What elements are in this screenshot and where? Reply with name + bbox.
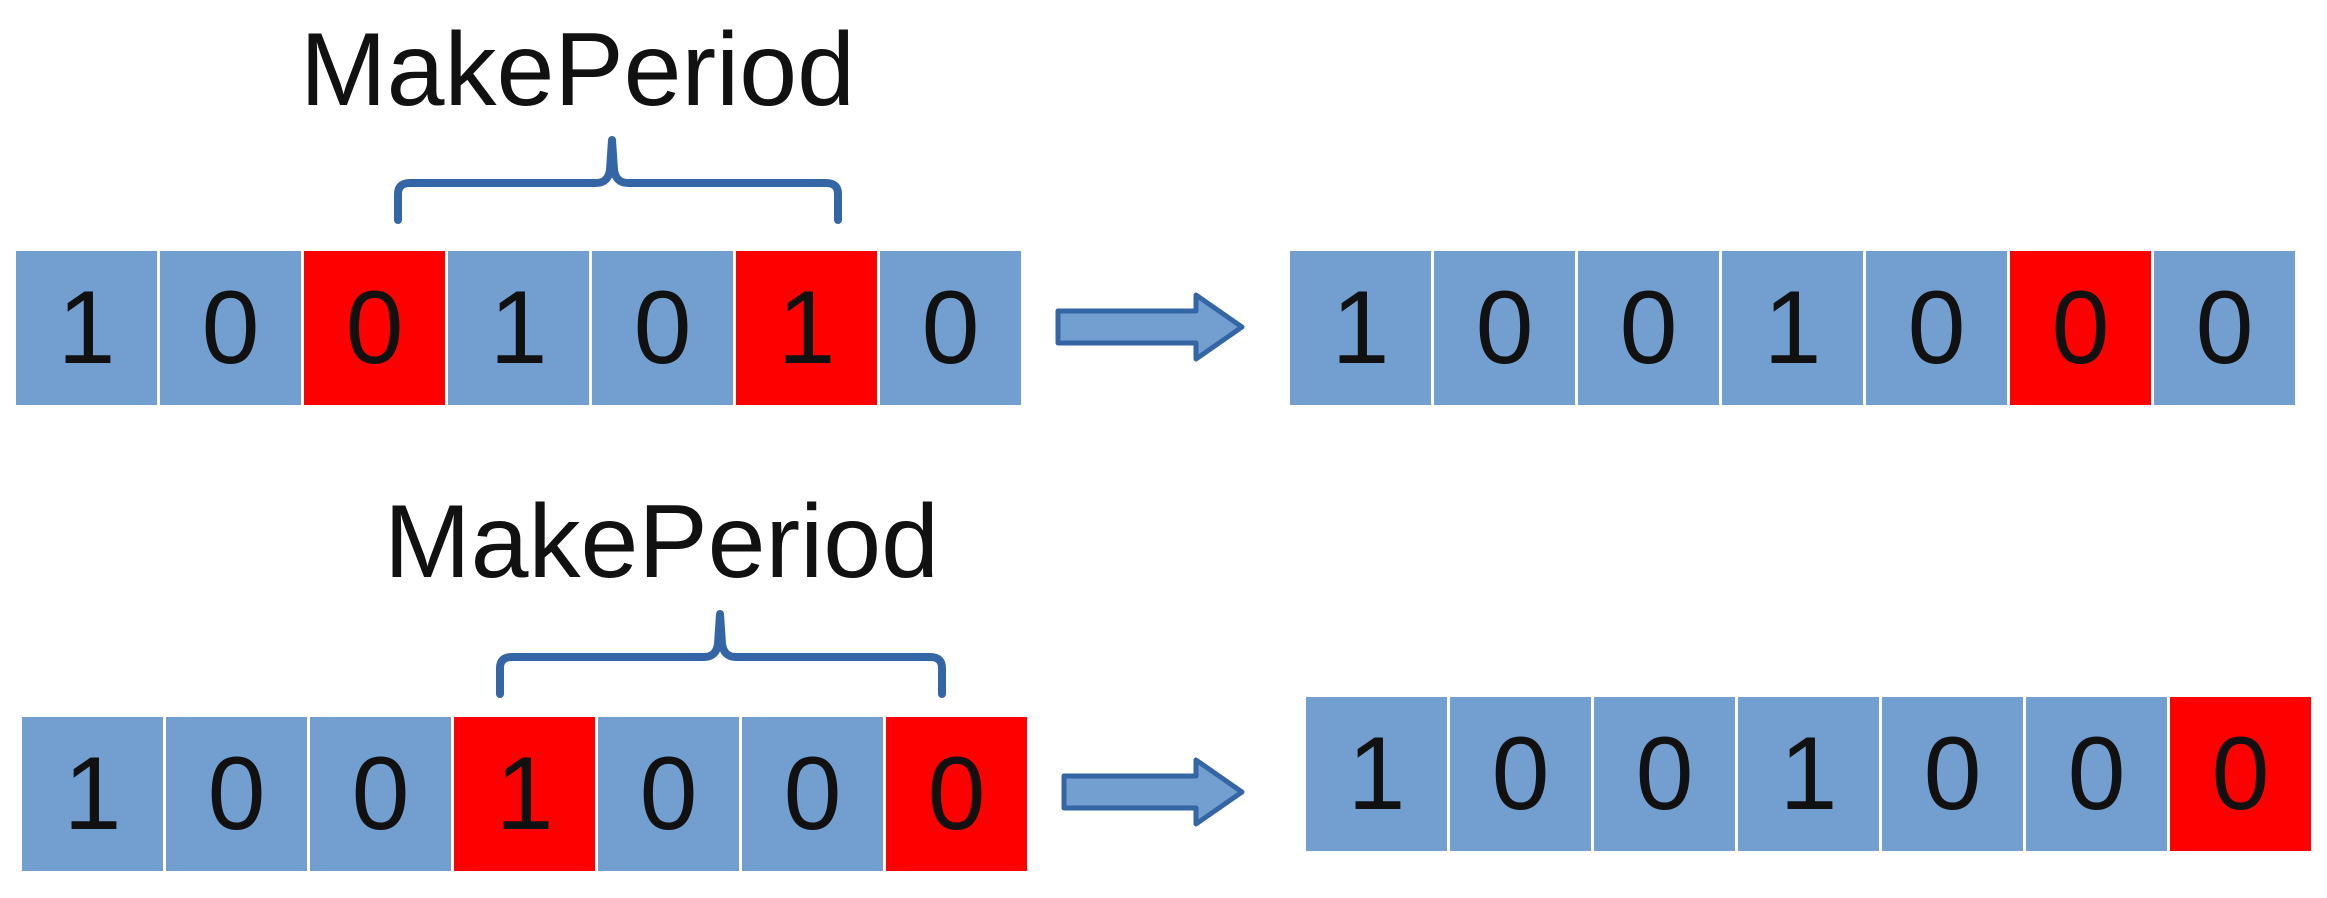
bit-cell: 0	[1882, 697, 2023, 851]
highlighted-bit-cell: 1	[736, 251, 877, 405]
brace-1	[394, 136, 842, 224]
bit-cell: 0	[2026, 697, 2167, 851]
highlighted-bit-cell: 0	[2170, 697, 2311, 851]
bit-cell: 1	[16, 251, 157, 405]
bit-cell: 0	[166, 717, 307, 871]
bit-cell: 0	[2154, 251, 2295, 405]
arrow-right-1	[1055, 292, 1245, 362]
make-period-label-2: MakePeriod	[384, 484, 939, 600]
brace-2	[496, 610, 946, 698]
bit-cell: 0	[592, 251, 733, 405]
bit-cell: 1	[22, 717, 163, 871]
bit-cell: 1	[1290, 251, 1431, 405]
make-period-label-1: MakePeriod	[300, 12, 855, 128]
bit-cell: 1	[1722, 251, 1863, 405]
bit-cell: 0	[598, 717, 739, 871]
bit-cell: 0	[1578, 251, 1719, 405]
highlighted-bit-cell: 0	[304, 251, 445, 405]
highlighted-bit-cell: 0	[886, 717, 1027, 871]
bit-cell: 1	[448, 251, 589, 405]
highlighted-bit-cell: 1	[454, 717, 595, 871]
bit-cell: 0	[742, 717, 883, 871]
bit-cell: 1	[1306, 697, 1447, 851]
bit-cell: 0	[310, 717, 451, 871]
highlighted-bit-cell: 0	[2010, 251, 2151, 405]
bit-cell: 0	[1594, 697, 1735, 851]
bit-cell: 0	[1434, 251, 1575, 405]
bit-cell: 0	[880, 251, 1021, 405]
arrow-right-2	[1061, 757, 1245, 827]
bit-cell: 0	[1450, 697, 1591, 851]
bit-cell: 1	[1738, 697, 1879, 851]
bit-cell: 0	[1866, 251, 2007, 405]
bit-cell: 0	[160, 251, 301, 405]
